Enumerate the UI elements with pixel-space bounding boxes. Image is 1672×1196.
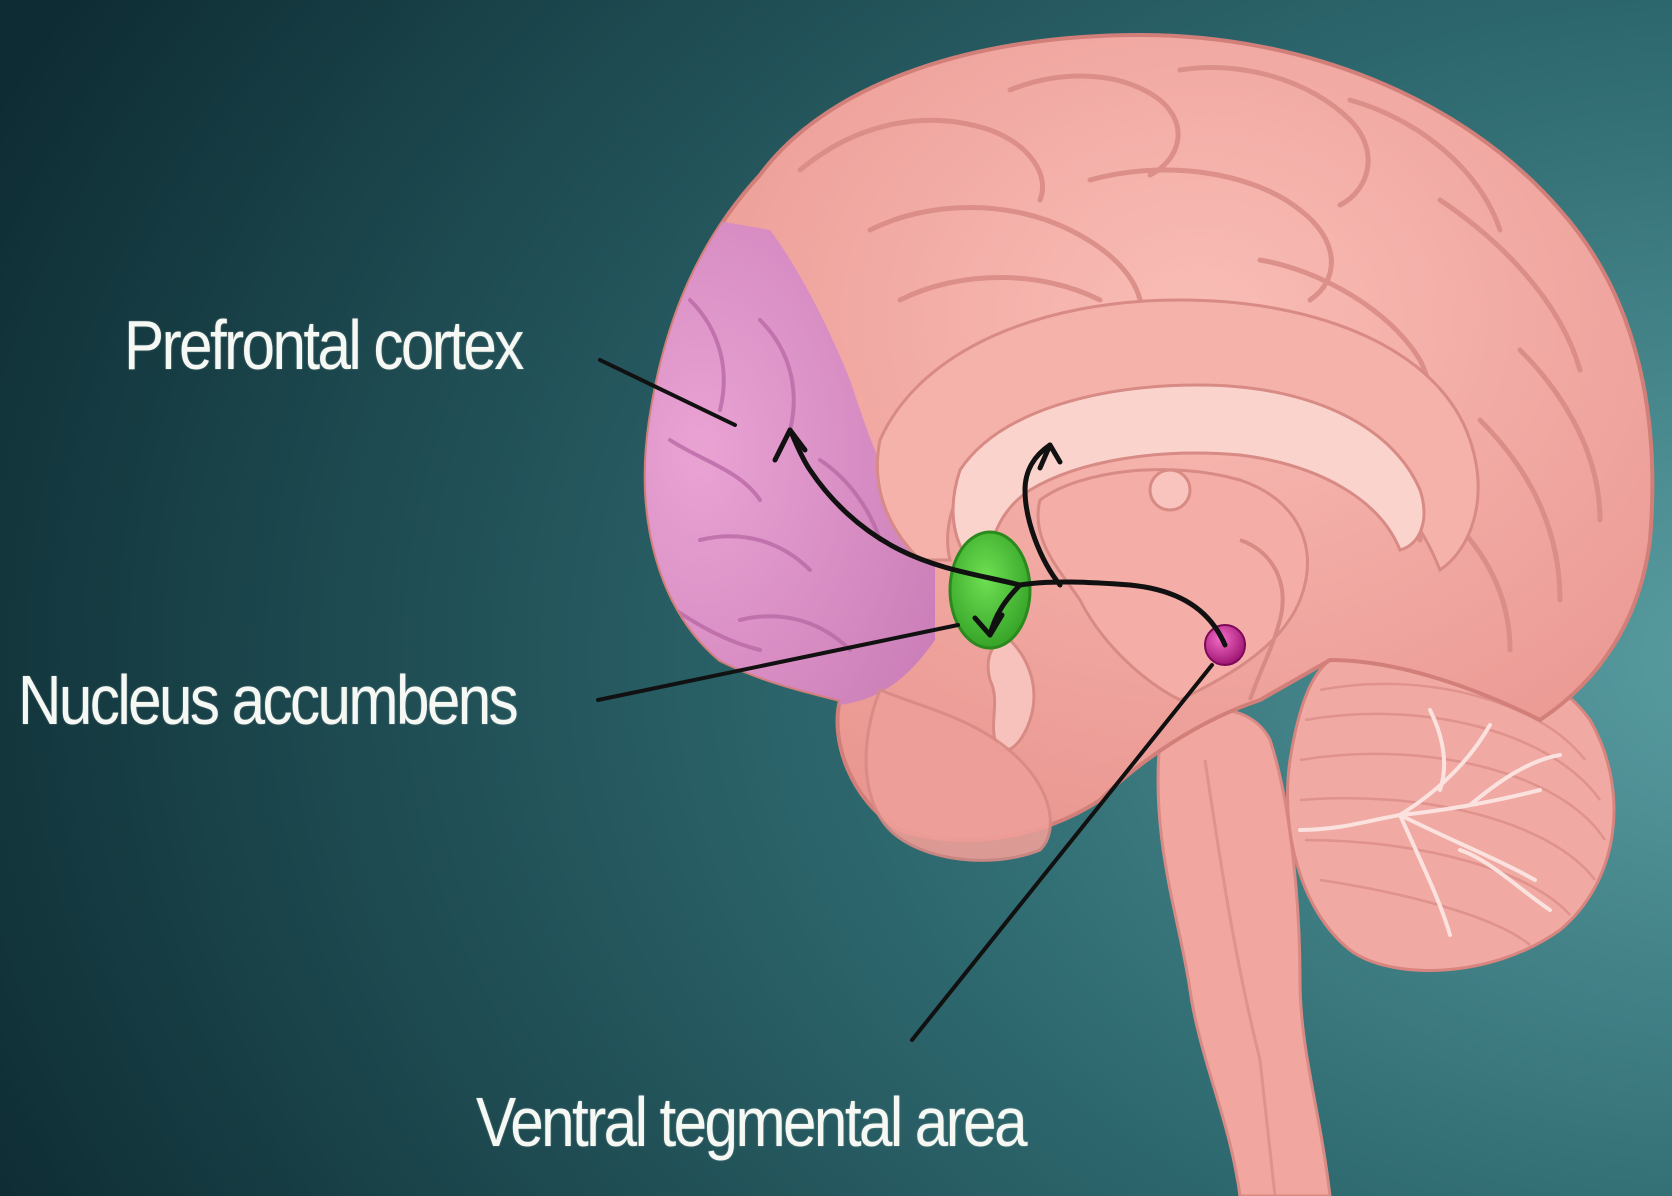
label-ventral-tegmental-area: Ventral tegmental area	[476, 1082, 1025, 1162]
label-nucleus-accumbens: Nucleus accumbens	[18, 660, 516, 740]
label-prefrontal-cortex: Prefrontal cortex	[124, 305, 522, 385]
